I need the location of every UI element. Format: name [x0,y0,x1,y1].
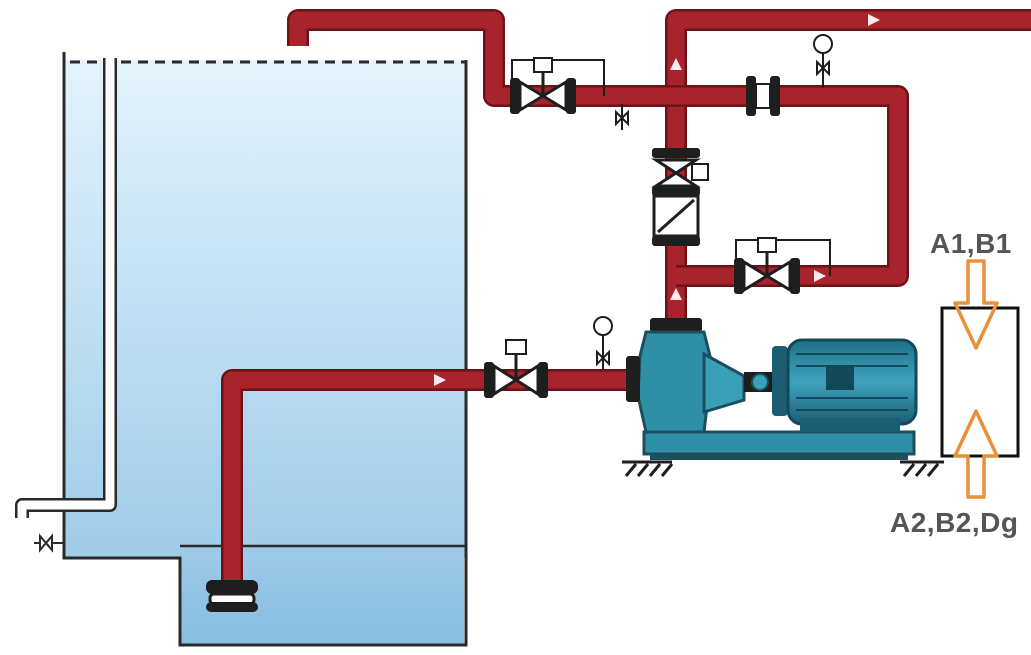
storage-tank [62,52,468,647]
return-gate-valve-icon [510,57,605,114]
ground-hatch-icon [622,460,674,477]
flow-meter-icon [746,76,780,116]
load-box [940,306,1020,458]
flow-arrow-icon [868,14,880,26]
motor-icon [772,338,918,432]
fill-pipe [15,58,117,518]
force-arrow-icon [953,259,999,350]
pump-icon [626,318,772,434]
flow-arrow-icon [814,270,826,282]
return-drain-valve-icon [615,104,629,130]
flow-arrow-icon [434,374,446,386]
suction-pressure-gauge-icon [593,316,613,370]
flow-arrow-icon [670,58,682,70]
drain-valve-icon [34,533,64,553]
pump-baseplate [642,430,916,460]
riser-strainer-icon [652,186,700,246]
control-valve-icon [734,237,831,294]
ground-hatch-icon [900,460,944,477]
discharge-pressure-gauge-icon [813,34,833,88]
flow-arrow-icon [670,288,682,300]
foot-valve-icon [206,580,258,612]
riser-check-valve-icon [650,148,709,188]
suction-gate-valve-icon [484,339,548,398]
force-arrow-icon [953,409,999,499]
upper-load-label: A1,B1 [930,228,1012,259]
lower-load-label: A2,B2,Dg [890,507,1019,538]
